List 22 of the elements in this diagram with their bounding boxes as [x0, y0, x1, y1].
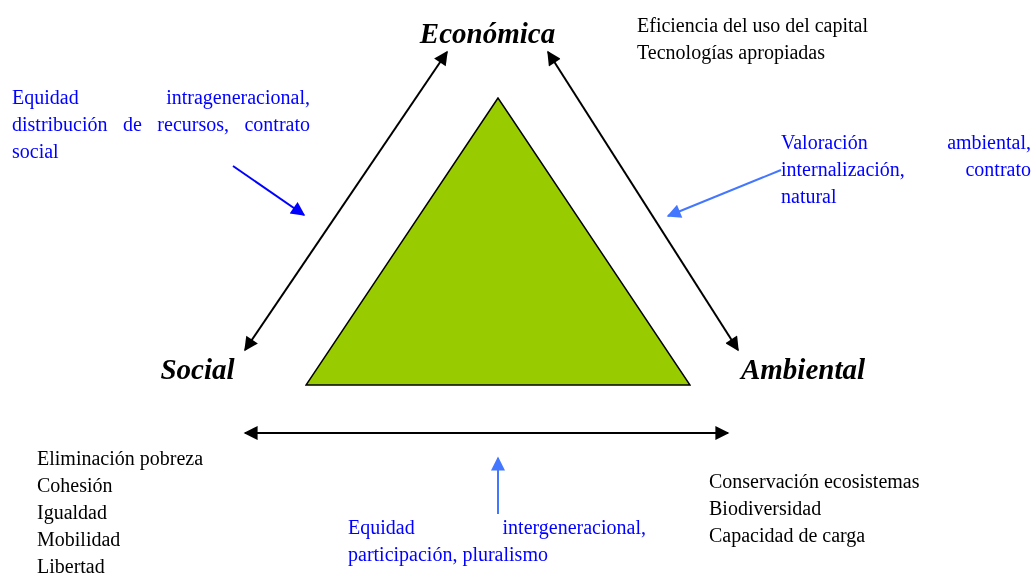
annotation-text: Valoración ambiental, internalización, contrato natural [781, 129, 1031, 211]
annotation-text: Equidad intrageneracional, distribución de recursos, contrato social [12, 84, 310, 166]
annotation-text: Equidad intergeneracional, participación, pluralismo [348, 514, 646, 570]
double-arrow [243, 426, 730, 440]
list-item: Tecnologías apropiadas [637, 40, 825, 66]
pillar-label: Social [150, 350, 245, 440]
list-item: Eliminación pobreza [37, 446, 204, 472]
list-item: Libertad [37, 554, 105, 575]
pillar-label: Económica [405, 14, 570, 52]
list-item: Eficiencia del uso del capital [637, 13, 868, 39]
list-item: Igualdad [37, 500, 107, 526]
pointer-arrow [232, 165, 306, 216]
list-item: Conservación ecosistemas [709, 469, 920, 494]
list-item: Biodiversidad [709, 496, 822, 521]
list-item: Mobilidad [37, 527, 121, 552]
double-arrow [547, 50, 739, 352]
pointer-arrow [666, 169, 782, 218]
list-item: Capacidad de carga [709, 523, 866, 549]
double-arrow [244, 50, 448, 352]
pointer-arrow [491, 456, 505, 515]
list-item: Cohesión [37, 473, 113, 498]
pillar-label: Ambiental [728, 350, 878, 440]
